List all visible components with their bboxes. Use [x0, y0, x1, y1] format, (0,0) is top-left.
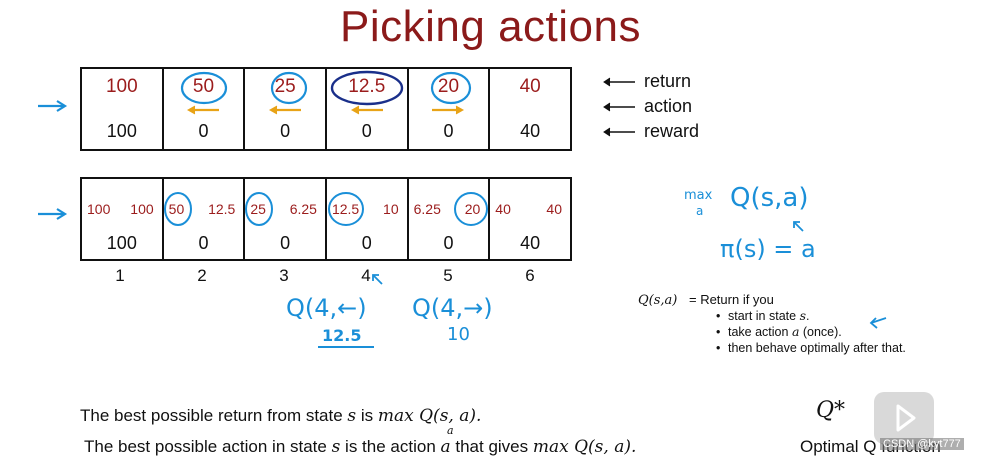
- definition: Q(s,a) = Return if you: [638, 292, 774, 308]
- q-left-value: 12.5: [331, 201, 360, 217]
- start-arrow-icon: [38, 100, 68, 112]
- right-arrow-icon: [432, 105, 465, 115]
- left-arrow-icon: [603, 77, 635, 87]
- reward-value: 0: [443, 233, 454, 253]
- legend-action: action: [602, 96, 699, 121]
- bullet-item: take action a (once).: [716, 324, 906, 340]
- return-value: 20: [437, 76, 460, 97]
- q-star: Q*: [816, 398, 846, 423]
- state-number: 5: [443, 266, 453, 285]
- max-subscript: a: [696, 204, 704, 218]
- state-cell: 20 0: [406, 67, 491, 151]
- underline: [318, 346, 374, 348]
- bullet-item: start in state s.: [716, 308, 906, 324]
- circle-annotation: [327, 192, 364, 226]
- left-arrow-icon: [350, 105, 383, 115]
- state-number: 3: [279, 266, 289, 285]
- return-value: 100: [105, 76, 138, 97]
- reward-value: 100: [106, 121, 137, 141]
- return-value: 40: [519, 76, 541, 97]
- circle-annotation: [271, 71, 308, 105]
- return-value: 50: [192, 76, 215, 97]
- play-button[interactable]: [874, 392, 934, 444]
- circle-annotation: [163, 192, 192, 226]
- legend-return: return: [602, 71, 699, 96]
- q-values-table: 100 100 100 50 12.5 0 25 6.25 0 12.5 10 0 6.…: [80, 177, 572, 261]
- q-right-value: 40: [546, 201, 562, 217]
- pointer-arrow-icon: [793, 221, 804, 232]
- q-left-value: 100: [87, 201, 111, 217]
- q-function-annotation: Q(s,a): [730, 183, 809, 213]
- circle-annotation: [245, 192, 274, 226]
- left-arrow-icon: [603, 102, 635, 112]
- state-cell: 50 0: [161, 67, 246, 151]
- q-left-value: 6.25: [413, 201, 441, 217]
- q-right-annotation: Q(4,→): [412, 294, 493, 322]
- q-right-value: 12.5: [208, 201, 236, 217]
- legend-reward: reward: [602, 121, 699, 146]
- q-right-value: 20: [464, 201, 481, 217]
- state-number: 2: [197, 266, 207, 285]
- state-cell: 12.5 0: [324, 67, 409, 151]
- state-number: 6: [525, 266, 535, 285]
- reward-value: 0: [198, 121, 209, 141]
- q-right-value: 10: [383, 201, 399, 217]
- reward-value: 0: [198, 233, 209, 253]
- state-cell: 25 0: [243, 67, 327, 151]
- reward-value: 0: [280, 233, 291, 253]
- q-left-value: 50: [168, 201, 185, 217]
- max-annotation: max: [684, 188, 713, 203]
- start-arrow-icon: [38, 208, 68, 220]
- watermark: CSDN @kyt777: [880, 438, 964, 450]
- return-value: 12.5: [348, 76, 386, 97]
- definition-bullets: start in state s. take action a (once). …: [712, 308, 906, 356]
- left-arrow-icon: [603, 127, 635, 137]
- q-right-value: 6.25: [289, 201, 317, 217]
- reward-value: 40: [520, 121, 541, 141]
- policy-annotation: π(s) = a: [720, 235, 816, 263]
- bottom-line-2: The best possible action in state s is t…: [84, 437, 637, 457]
- circle-annotation: [180, 71, 227, 105]
- reward-value: 0: [280, 121, 291, 141]
- return-value: 25: [274, 76, 296, 97]
- legend: return action reward: [602, 71, 699, 146]
- state-cell: 40 40: [488, 67, 572, 151]
- max-subscript: a: [447, 424, 454, 437]
- page-title: Picking actions: [340, 2, 641, 51]
- pointer-arrow-icon: [869, 317, 887, 329]
- state-cell: 6.25 20 0: [406, 177, 491, 261]
- q-left-value: 25: [250, 201, 266, 217]
- bottom-line-1: The best possible return from state s is…: [80, 406, 482, 426]
- state-cell: 12.5 10 0: [324, 177, 409, 261]
- circle-annotation: [430, 71, 471, 105]
- state-cell: 50 12.5 0: [161, 177, 246, 261]
- definition-rhs: = Return if you: [688, 292, 774, 307]
- left-arrow-icon: [269, 105, 302, 115]
- q-left-annotation: Q(4,←): [286, 294, 367, 322]
- circle-annotation: [453, 192, 488, 226]
- q-left-annotation-value: 12.5: [322, 326, 362, 345]
- q-left-value: 40: [495, 201, 511, 217]
- reward-value: 0: [361, 121, 372, 141]
- q-right-annotation-value: 10: [447, 324, 470, 345]
- pointer-arrow-icon: [372, 274, 383, 285]
- state-number: 4: [361, 266, 371, 285]
- left-arrow-icon: [187, 105, 220, 115]
- reward-value: 0: [443, 121, 454, 141]
- reward-value: 100: [106, 233, 137, 253]
- state-number: 1: [115, 266, 125, 285]
- definition-lhs: Q(s,a): [638, 293, 678, 308]
- circle-annotation: [330, 70, 404, 106]
- reward-value: 0: [361, 233, 372, 253]
- returns-table: 100 100 50 0 25 0 12.5 0 20 0 40 40: [80, 67, 572, 151]
- bullet-item: then behave optimally after that.: [716, 340, 906, 356]
- state-cell: 100 100: [80, 67, 164, 151]
- state-cell: 100 100 100: [80, 177, 164, 261]
- state-cell: 25 6.25 0: [243, 177, 327, 261]
- play-icon: [896, 404, 916, 432]
- state-cell: 40 40 40: [488, 177, 572, 261]
- reward-value: 40: [520, 233, 541, 253]
- q-right-value: 100: [130, 201, 154, 217]
